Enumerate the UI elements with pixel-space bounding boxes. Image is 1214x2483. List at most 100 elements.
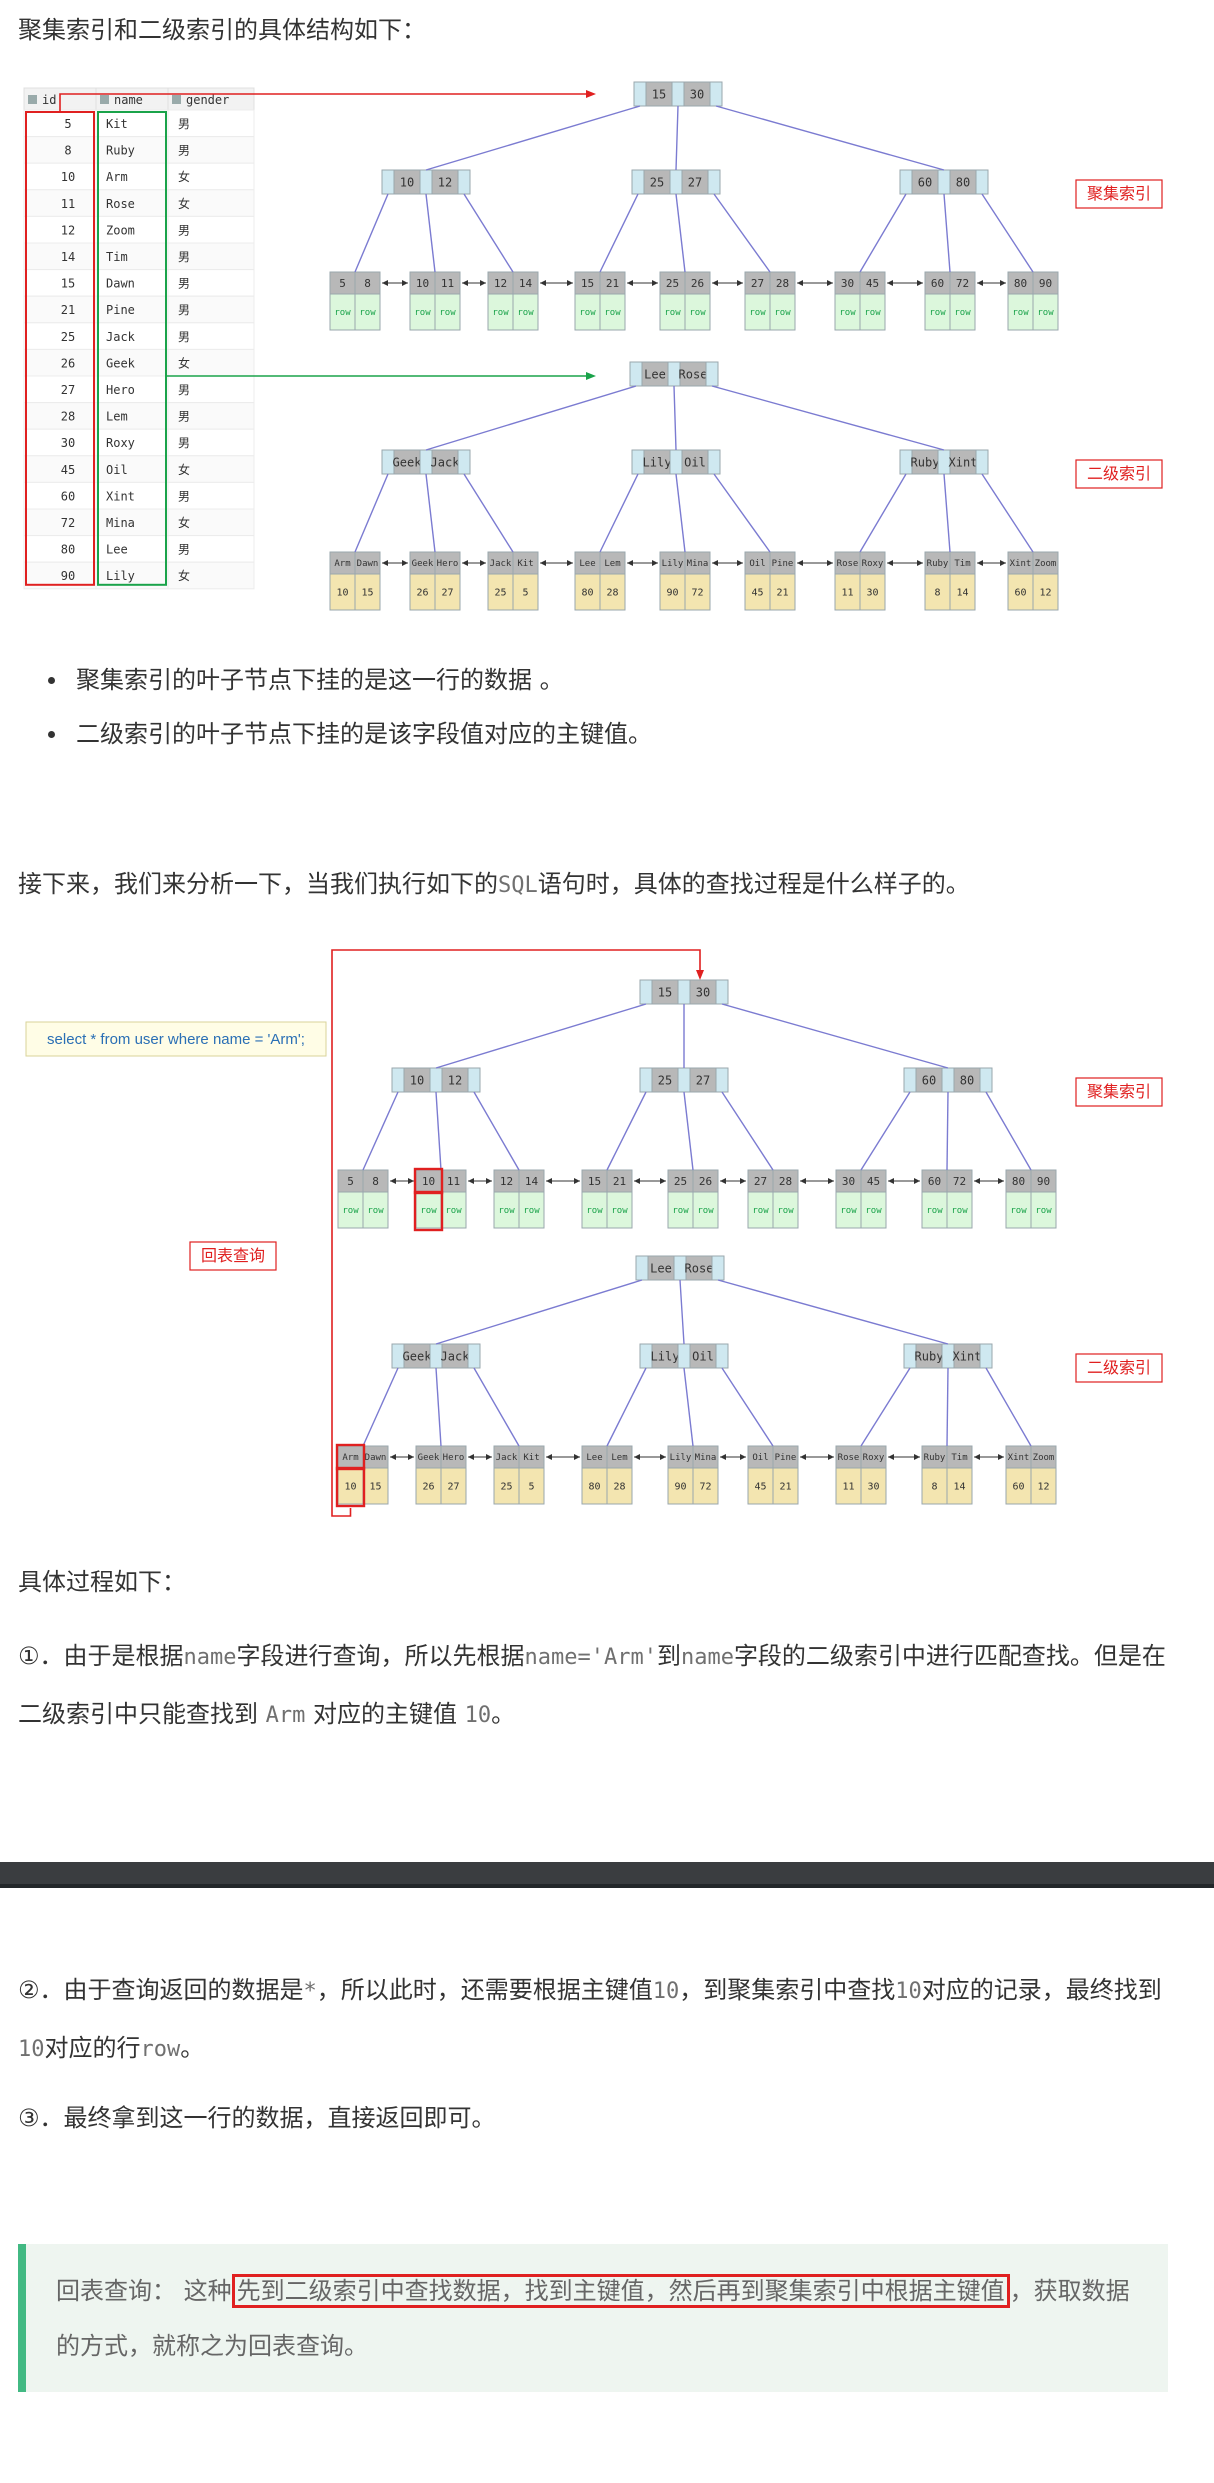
table-cell xyxy=(167,402,255,430)
secondary-leaf-key-label: Mina xyxy=(695,1453,717,1463)
root-node-key-label: 15 xyxy=(652,87,666,101)
arrow-head xyxy=(540,280,546,286)
table-value: 21 xyxy=(61,303,75,317)
mid-node-key-label: Lily xyxy=(643,455,672,469)
table-value: 男 xyxy=(178,489,190,503)
mid-node-key-label: Oil xyxy=(684,455,706,469)
table-value: 男 xyxy=(178,277,190,291)
table-value: Lem xyxy=(106,410,128,424)
secondary-leaf-key-label: Ruby xyxy=(927,559,949,569)
tree-edge xyxy=(425,385,637,451)
mid-node-key-label: 60 xyxy=(922,1073,936,1087)
table-value: 男 xyxy=(178,144,190,158)
arrow-head xyxy=(634,1178,640,1184)
mid-node-key-label: Jack xyxy=(431,455,461,469)
row-data-cell xyxy=(1005,1191,1032,1229)
row-data-cell xyxy=(1032,293,1059,331)
pk-value-cell xyxy=(362,1467,389,1505)
pk-value-label: 45 xyxy=(751,588,763,599)
secondary-leaf-key-label: Hero xyxy=(437,559,459,569)
tree-edge xyxy=(721,1091,774,1171)
mid-node-key-label: 60 xyxy=(918,175,932,189)
back-lookup-label: 回表查询 xyxy=(201,1246,265,1265)
row-data-label: row xyxy=(672,1206,689,1216)
column-icon xyxy=(28,95,37,104)
row-data-cell xyxy=(859,293,886,331)
mid-node-key-label: 80 xyxy=(956,175,970,189)
pk-value-label: 28 xyxy=(606,588,618,599)
row-data-cell xyxy=(692,1191,719,1229)
table-value: 男 xyxy=(178,330,190,344)
row-data-cell xyxy=(434,293,461,331)
table-cell xyxy=(95,322,169,350)
row-data-label: row xyxy=(865,1206,882,1216)
arrow-head xyxy=(827,280,833,286)
arrow-head xyxy=(402,560,408,566)
table-value: 45 xyxy=(61,463,75,477)
mid-node-ptr-cell xyxy=(381,169,395,195)
index-label: 二级索引 xyxy=(1087,1358,1151,1377)
row-data-label: row xyxy=(1035,1206,1052,1216)
cluster-leaf-key-label: 45 xyxy=(866,277,879,290)
mid-node-ptr-cell xyxy=(419,169,433,195)
pk-value-label: 80 xyxy=(581,588,593,599)
table-cell xyxy=(23,215,97,244)
tree-edge xyxy=(859,473,907,553)
arrow-head xyxy=(800,1454,806,1460)
table-value: 25 xyxy=(61,330,75,344)
root-node-ptr-cell xyxy=(677,979,691,1005)
index-label-box xyxy=(1075,179,1163,209)
step-3: ③．最终拿到这一行的数据，直接返回即可。 xyxy=(18,2104,496,2132)
secondary-leaf-key-label: Lem xyxy=(604,559,620,569)
cluster-leaf-key-label: 12 xyxy=(500,1175,513,1188)
table-cell xyxy=(23,402,97,430)
table-cell xyxy=(23,269,97,297)
row-data-label: row xyxy=(929,308,946,318)
mid-node-ptr-cell xyxy=(639,1067,653,1093)
row-data-cell xyxy=(362,1191,389,1229)
table-cell xyxy=(95,402,169,430)
tree-edge xyxy=(354,193,389,273)
row-data-cell xyxy=(574,293,601,331)
table-header: name xyxy=(114,93,143,107)
pk-value-cell xyxy=(946,1467,973,1505)
pk-value-label: 5 xyxy=(528,1482,534,1493)
note-prefix: 回表查询： 这种 xyxy=(56,2277,232,2305)
arrow-head xyxy=(390,1454,396,1460)
row-data-cell xyxy=(769,293,796,331)
row-data-label: row xyxy=(445,1206,462,1216)
pk-value-cell xyxy=(415,1467,442,1505)
secondary-leaf-key-label: Rose xyxy=(837,559,859,569)
cluster-pointer-arrow xyxy=(59,93,590,112)
text-span: 接下来，我们来分析一下，当我们执行如下的 xyxy=(18,870,498,898)
secondary-leaf-key-label: Lem xyxy=(611,1453,627,1463)
pk-value-label: 11 xyxy=(842,1482,854,1493)
pk-value-label: 10 xyxy=(344,1482,356,1493)
table-value: 12 xyxy=(61,223,75,237)
cluster-leaf-key-label: 90 xyxy=(1037,1175,1050,1188)
arrow-head xyxy=(382,560,388,566)
mid-node-key-cell xyxy=(949,449,977,475)
row-data-label: row xyxy=(954,308,971,318)
mid-node-key-cell xyxy=(431,449,459,475)
arrow-head xyxy=(540,560,546,566)
arrow-head xyxy=(574,1454,580,1460)
table-value: 8 xyxy=(64,144,71,158)
arrow-head xyxy=(974,1454,980,1460)
row-data-label: row xyxy=(517,308,534,318)
table-cell xyxy=(167,295,255,324)
pk-value-cell xyxy=(434,573,461,611)
tree-edge xyxy=(362,1091,399,1171)
mid-node-ptr-cell xyxy=(677,1067,691,1093)
cluster-leaf-key-label: 21 xyxy=(613,1175,626,1188)
arrow-head xyxy=(914,1178,920,1184)
mid-node-ptr-cell xyxy=(941,1067,955,1093)
row-data-label: row xyxy=(926,1206,943,1216)
tree-edge xyxy=(721,1003,949,1069)
name-column-highlight xyxy=(97,111,167,586)
column-icon xyxy=(100,95,109,104)
arrow-head xyxy=(546,1454,552,1460)
cluster-leaf-key-label: 28 xyxy=(779,1175,792,1188)
tree-edge xyxy=(675,193,686,273)
row-data-cell xyxy=(684,293,711,331)
